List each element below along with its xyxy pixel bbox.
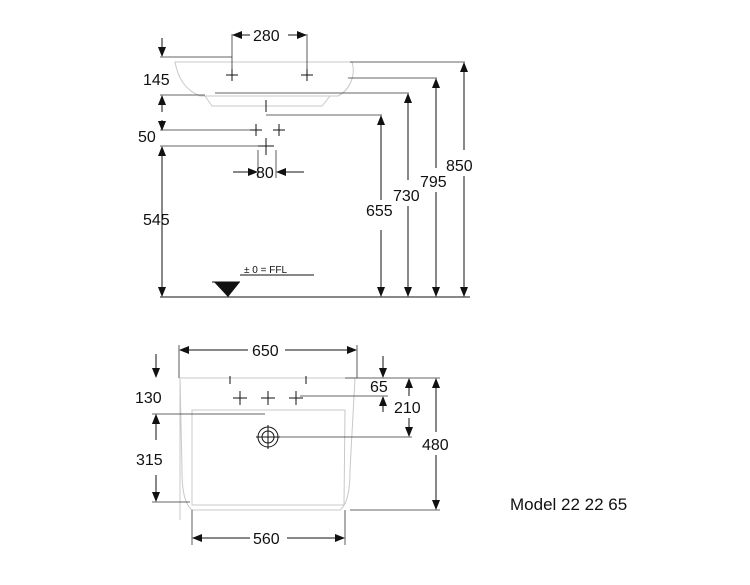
side-view: ± 0 = FFL 145 50 545 280 (138, 28, 473, 298)
ffl-marker: ± 0 = FFL (212, 265, 314, 297)
dim-bowl-width: 560 (253, 531, 280, 548)
top-tap-marks (229, 376, 307, 405)
dim-overall-width: 650 (252, 343, 279, 360)
dim-overall-depth: 480 (422, 437, 449, 454)
waste-outlet (256, 425, 280, 449)
dim-waste-depth: 210 (394, 400, 421, 417)
basin-side-outline (174, 61, 354, 97)
tap-hole-marks (226, 69, 313, 81)
dim-overflow-height: 655 (366, 203, 393, 220)
ffl-label: ± 0 = FFL (244, 265, 287, 276)
dim-waste-offset: 50 (138, 129, 156, 146)
dim-tap-spacing: 280 (253, 28, 280, 45)
waste-marks (250, 100, 285, 155)
dim-waste-spacing: 80 (256, 165, 274, 182)
dim-waste-height: 545 (143, 212, 170, 229)
dim-top-height: 795 (420, 174, 447, 191)
dim-overall-height: 850 (446, 158, 473, 175)
top-view: 650 130 315 (135, 343, 449, 548)
dim-edge-offset: 65 (370, 379, 388, 396)
model-label: Model 22 22 65 (510, 495, 627, 514)
dim-tap-row-depth: 130 (135, 390, 162, 407)
dim-rim-top-height: 730 (393, 188, 420, 205)
dim-bowl-depth: 315 (136, 452, 163, 469)
dim-rim-height: 145 (143, 72, 170, 89)
basin-top-outline (179, 377, 356, 511)
